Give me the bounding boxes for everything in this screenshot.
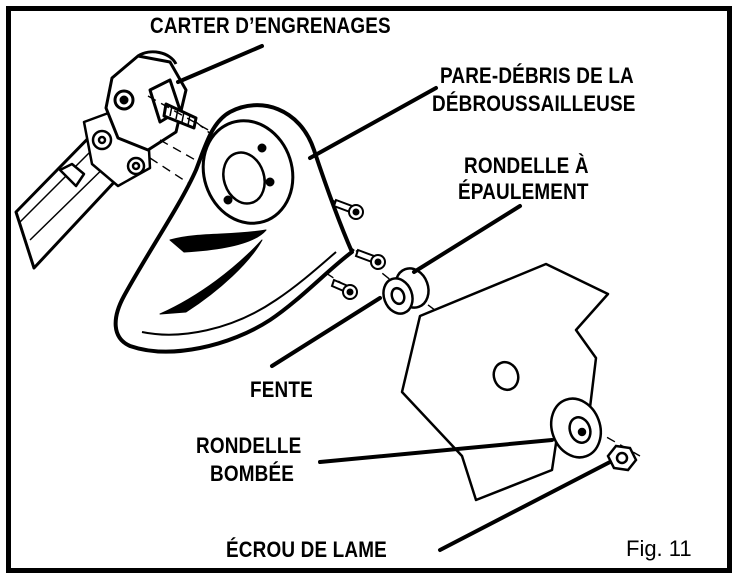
figure-frame (6, 6, 732, 573)
label-cupped-washer-line2: BOMBÉE (210, 461, 295, 486)
shield-bolts (330, 198, 386, 300)
label-shield-line2: DÉBROUSSAILLEUSE (432, 91, 636, 116)
figure-number: Fig. 11 (626, 536, 692, 561)
bolt-3 (330, 278, 358, 300)
trimmer-shield (113, 103, 354, 354)
label-slot: FENTE (250, 377, 313, 402)
gear-housing (104, 50, 198, 152)
bolt-2 (354, 248, 386, 270)
leader-lines (176, 44, 612, 552)
shoulder-washer (382, 267, 430, 315)
label-shield-line1: PARE-DÉBRIS DE LA (440, 63, 634, 88)
label-shoulder-washer-line2: ÉPAULEMENT (458, 179, 589, 204)
label-gear-housing: CARTER D’ENGRENAGES (150, 13, 391, 38)
label-cupped-washer-line1: RONDELLE (196, 433, 302, 458)
label-shoulder-washer-line1: RONDELLE À (464, 153, 589, 178)
label-blade-nut: ÉCROU DE LAME (226, 537, 387, 562)
cupped-washer (549, 397, 603, 459)
blade (400, 262, 610, 502)
bolt-1 (332, 198, 364, 220)
blade-nut (606, 444, 638, 472)
